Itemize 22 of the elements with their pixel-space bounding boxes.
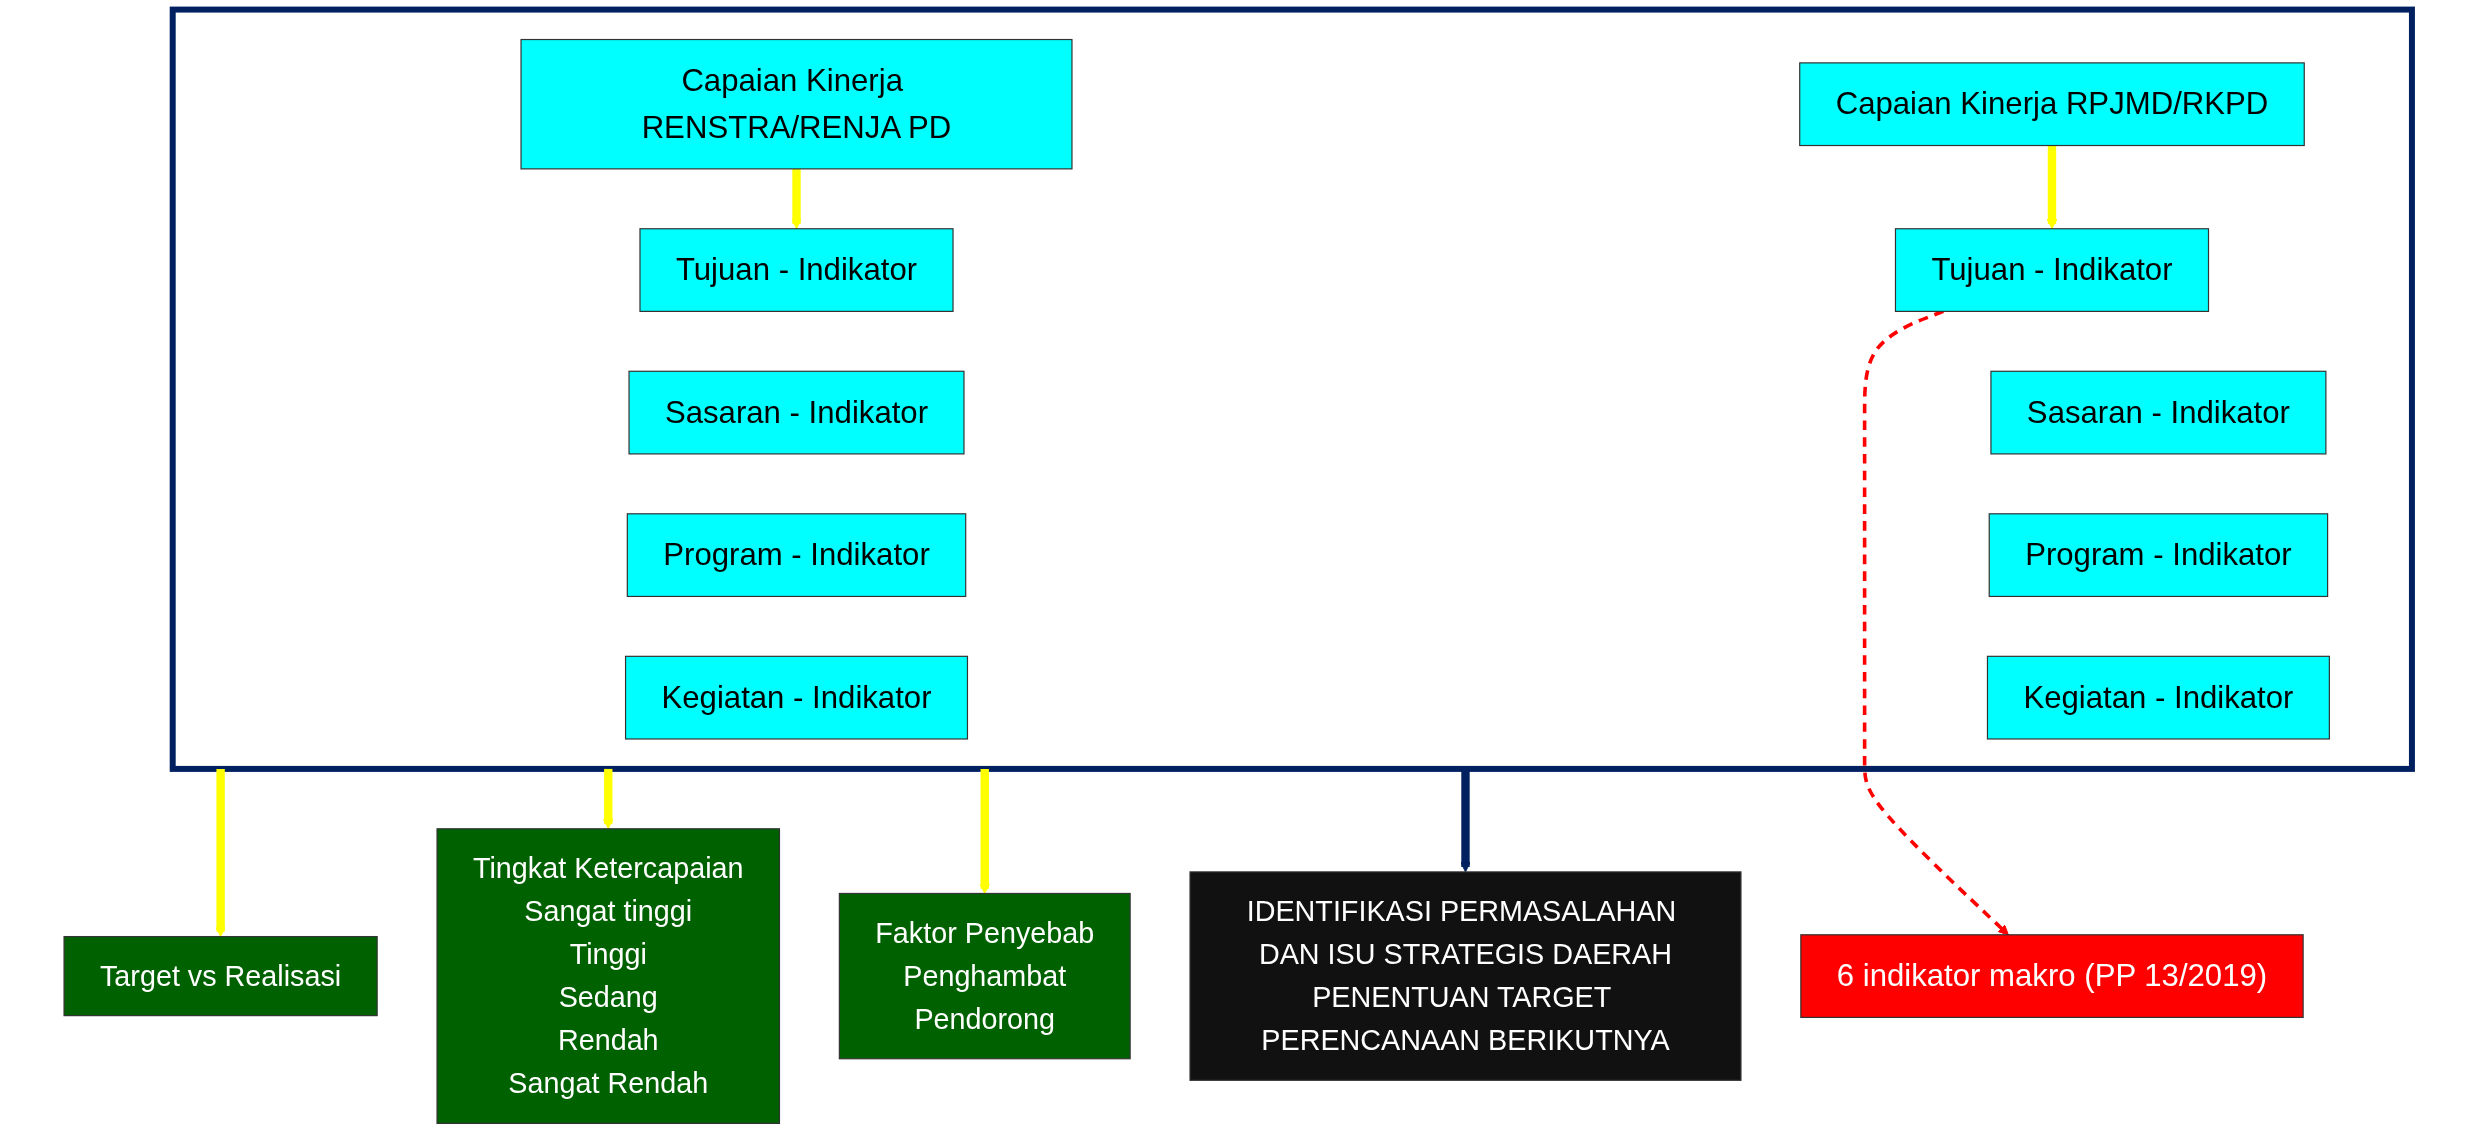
node-box: Tujuan - Indikator <box>639 228 954 312</box>
node-box: Program - Indikator <box>1988 513 2329 598</box>
arrow <box>1460 768 1471 873</box>
arrow <box>979 768 990 894</box>
node-box: Target vs Realisasi <box>63 936 378 1017</box>
node-box: Kegiatan - Indikator <box>1986 655 2330 740</box>
cluster <box>169 6 2415 772</box>
node-box: Tingkat Ketercapaian Sangat tinggi Tinggi Sedang Rendah Sangat Rendah <box>436 828 781 1124</box>
node-box: Capaian Kinerja RPJMD/RKPD <box>1799 62 2305 147</box>
node-box: Faktor Penyebab Penghambat Pendorong <box>838 892 1131 1060</box>
node-box: 6 indikator makro (PP 13/2019) <box>1800 934 2304 1018</box>
arrow <box>791 168 802 230</box>
node-box: Sasaran - Indikator <box>628 370 965 455</box>
node-box: Program - Indikator <box>626 513 967 598</box>
node-box: IDENTIFIKASI PERMASALAHAN DAN ISU STRATEGIS DAERAH PENENTUAN TARGET PERENCANAAN BERIKUTNYA <box>1189 871 1742 1081</box>
arrow <box>215 768 226 938</box>
node-box: Sasaran - Indikator <box>1990 370 2327 455</box>
node-box: Kegiatan - Indikator <box>624 655 969 740</box>
arrow <box>603 768 614 830</box>
node-box: Tujuan - Indikator <box>1894 228 2210 312</box>
arrow <box>2046 145 2058 230</box>
node-box: Capaian Kinerja RENSTRA/RENJA PD <box>520 38 1073 170</box>
